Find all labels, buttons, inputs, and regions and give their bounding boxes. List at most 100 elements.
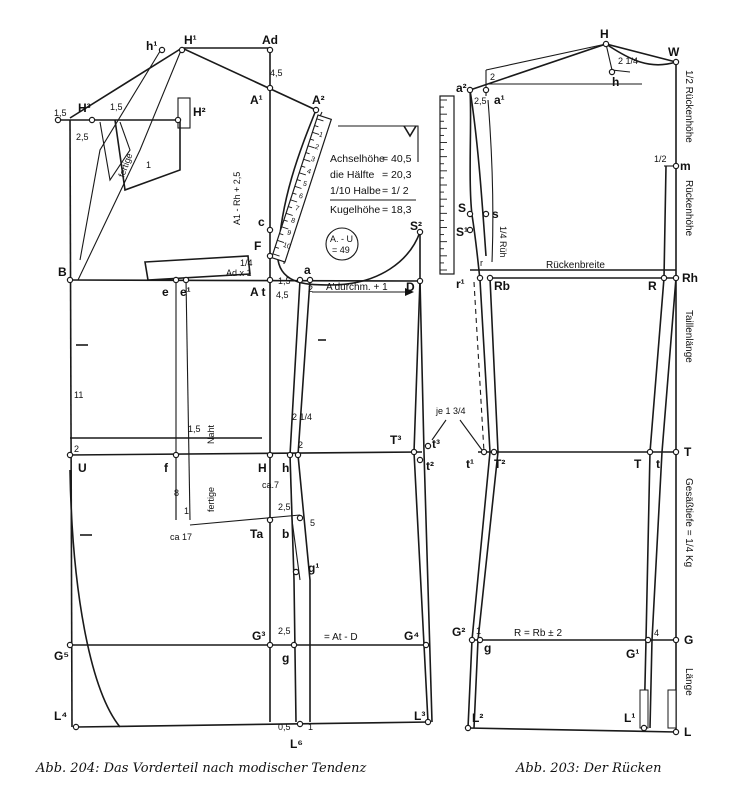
lbl-v05: 0,5	[278, 722, 291, 732]
lbl-L6: L⁶	[290, 737, 303, 751]
lbl-f: f	[164, 461, 169, 475]
back-armhole	[469, 89, 481, 281]
ruler-tick	[305, 152, 310, 155]
front-lapel-line-b	[77, 47, 183, 281]
box-row-3-key: Kugelhöhe	[330, 204, 380, 216]
back-lbl-G: G	[684, 633, 693, 647]
back-lbl-half: 1/2	[654, 154, 667, 164]
lbl-a: a	[304, 263, 311, 277]
back-lbl-S: S	[458, 201, 466, 215]
lbl-G5: G⁵	[54, 649, 69, 663]
ruler-number: 4	[306, 168, 312, 176]
back-lbl-L1: L¹	[624, 711, 635, 725]
back-vent	[639, 689, 649, 729]
lbl-g1: g¹	[308, 561, 319, 575]
lbl-v15-naht: 1,5	[188, 424, 201, 434]
back-lbl-H: H	[600, 27, 609, 41]
lbl-v15-left: 1,5	[54, 108, 67, 118]
lbl-Ta: Ta	[250, 527, 263, 541]
lbl-t3: t³	[432, 437, 440, 451]
ruler-tick	[312, 131, 320, 135]
box-row-1-key: die Hälfte	[330, 169, 375, 181]
back-lbl-G1: G¹	[626, 647, 639, 661]
back-caption: Abb. 203: Der Rücken	[515, 761, 661, 776]
lbl-At: A t	[250, 285, 266, 299]
back-armhole-guide	[487, 99, 494, 263]
ruler-tick	[281, 226, 289, 230]
lbl-naht: Naht	[206, 424, 216, 444]
front-box-border	[338, 125, 419, 162]
back-lbl-v214: 2 1/4	[618, 56, 638, 66]
back-side-seam	[467, 279, 491, 729]
ruler-number: 8	[290, 217, 296, 225]
lbl-v214: 2 1/4	[292, 412, 312, 422]
lbl-G3: G³	[252, 629, 265, 643]
box-row-0-key: Achselhöhe	[330, 153, 385, 165]
front-left-vertical	[69, 119, 73, 728]
back-lbl-ruckenbreite: Rückenbreite	[546, 260, 605, 271]
box-row-2-key: 1/10 Halbe	[330, 185, 381, 197]
lbl-c: c	[258, 215, 265, 229]
back-lbl-L: L	[684, 725, 691, 739]
ruler-tick	[299, 172, 307, 176]
front-armhole	[277, 109, 421, 286]
back-vent-2	[667, 689, 677, 729]
lbl-A1: A¹	[250, 93, 263, 107]
ruler-number: 1	[318, 131, 324, 139]
lbl-ad-x1: Ad x 1	[226, 268, 252, 278]
back-side-seam-b	[473, 277, 499, 729]
lbl-v45-at: 4,5	[276, 290, 289, 300]
lbl-e: e	[162, 285, 169, 299]
front-caption: Abb. 204: Das Vorderteil nach modischer …	[35, 761, 366, 776]
back-armhole-inner	[469, 89, 487, 257]
front-pocket-line	[189, 514, 301, 526]
lbl-v5: 5	[310, 518, 315, 528]
back-lbl-a2: a²	[456, 81, 467, 95]
lbl-L4: L⁴	[54, 709, 67, 723]
lbl-Ad: Ad	[262, 33, 278, 47]
front-panel-line-b	[297, 279, 311, 722]
front-collar-inner	[99, 121, 131, 182]
back-lbl-G2: G²	[452, 625, 465, 639]
back-lbl-r-rb: R = Rb ± 2	[514, 628, 562, 639]
lbl-v2-left: 2	[74, 444, 79, 454]
ruler-tick	[277, 239, 285, 243]
lbl-A2: A²	[312, 93, 325, 107]
ruler-number: 9	[286, 230, 292, 238]
back-points	[464, 40, 680, 736]
lbl-e1: e¹	[180, 285, 191, 299]
front-collar	[114, 119, 181, 192]
back-lbl-t: t	[656, 457, 660, 471]
lbl-H1: H¹	[184, 33, 197, 47]
back-neck-curve	[605, 43, 677, 66]
ruler-tick	[307, 145, 315, 149]
lbl-H2: H²	[193, 105, 206, 119]
lbl-F: F	[254, 239, 261, 253]
lbl-g: g	[282, 651, 289, 665]
ruler-tick	[310, 138, 315, 141]
back-lbl-W: W	[668, 45, 680, 59]
ruler-tick	[296, 179, 301, 182]
ruler-tick	[288, 206, 293, 209]
back-side-ruckenhohe: Rückenhöhe	[683, 180, 694, 237]
back-lbl-a1: a¹	[494, 93, 505, 107]
ruler-number: 6	[298, 193, 304, 201]
ruler-tick	[272, 253, 280, 257]
ruler-number: 2	[314, 144, 320, 152]
back-side-seam-dashed	[473, 281, 485, 453]
ruler-tick	[316, 118, 324, 122]
back-side-taillen: Taillenlänge	[683, 310, 694, 363]
back-lbl-r: r	[480, 258, 483, 268]
back-lbl-Rb: Rb	[494, 279, 510, 293]
lbl-h1: h¹	[146, 39, 157, 53]
ruler-tick	[283, 219, 288, 222]
ruler-tick	[274, 246, 280, 249]
circle-text-1: A. - U	[330, 234, 353, 244]
front-panel-dart	[289, 454, 301, 581]
lbl-v25-ta: 2,5	[278, 502, 291, 512]
lbl-v1-l6: 1	[308, 722, 313, 732]
back-lbl-v25: 2,5	[474, 96, 487, 106]
